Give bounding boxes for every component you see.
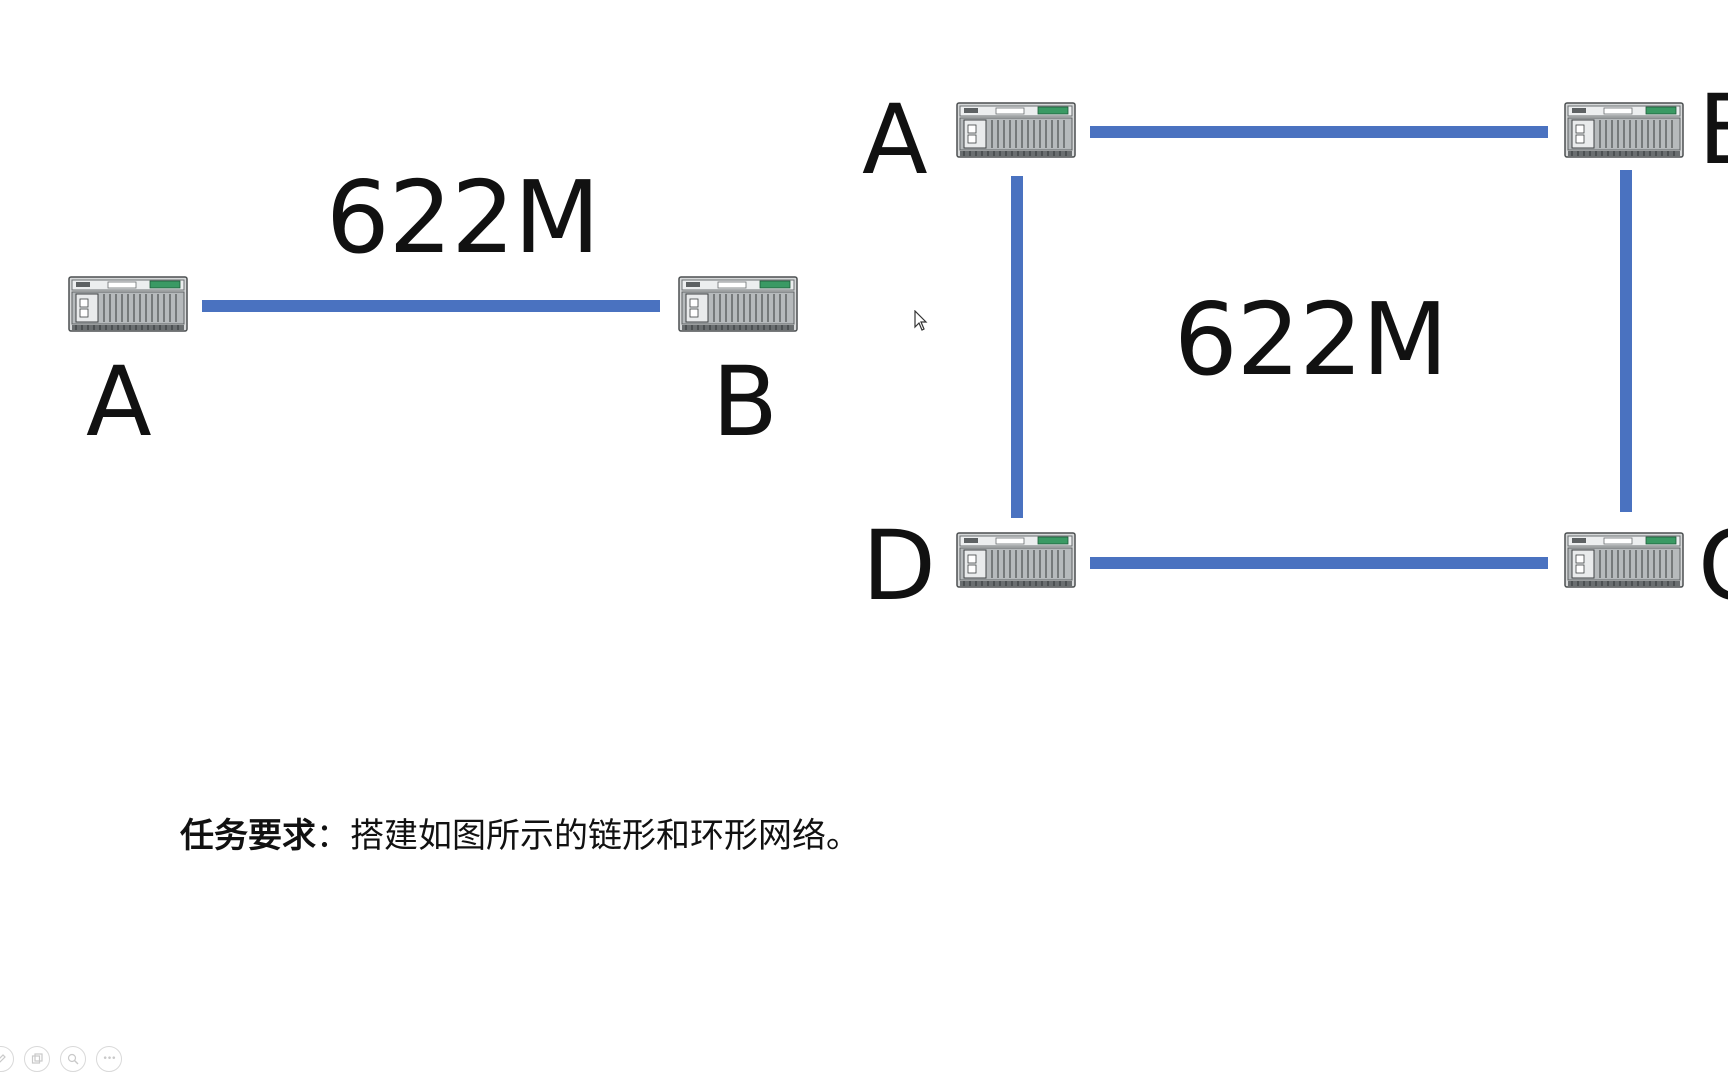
task-separator: ： bbox=[316, 816, 350, 856]
more-icon[interactable]: ••• bbox=[96, 1046, 122, 1072]
ring-rate-label: 622M bbox=[1174, 281, 1448, 398]
mouse-cursor-icon bbox=[914, 309, 928, 332]
chain-link-a-b bbox=[202, 300, 660, 312]
ring-node-d-label: D bbox=[862, 510, 936, 622]
ring-node-c-label: C bbox=[1698, 518, 1728, 614]
ring-link-d-c bbox=[1090, 557, 1548, 569]
ring-device-b bbox=[1564, 100, 1684, 160]
zoom-icon[interactable] bbox=[60, 1046, 86, 1072]
ring-node-b-label: B bbox=[1698, 82, 1728, 178]
ring-link-a-b bbox=[1090, 126, 1548, 138]
chain-node-b-label: B bbox=[712, 346, 778, 458]
chain-device-a bbox=[68, 274, 188, 334]
ring-link-a-d bbox=[1011, 176, 1023, 518]
ring-link-b-c bbox=[1620, 170, 1632, 512]
chain-device-b bbox=[678, 274, 798, 334]
pen-icon[interactable] bbox=[0, 1046, 14, 1072]
chain-node-a-label: A bbox=[86, 346, 152, 458]
ring-device-a bbox=[956, 100, 1076, 160]
task-requirement: 任务要求：搭建如图所示的链形和环形网络。 bbox=[180, 808, 860, 857]
ring-device-c bbox=[1564, 530, 1684, 590]
pages-icon[interactable] bbox=[24, 1046, 50, 1072]
task-lead: 任务要求 bbox=[180, 816, 316, 856]
ring-device-d bbox=[956, 530, 1076, 590]
ring-node-a-label: A bbox=[862, 84, 928, 196]
task-text: 搭建如图所示的链形和环形网络。 bbox=[350, 816, 860, 856]
slideshow-controls: ••• bbox=[0, 1046, 122, 1074]
chain-rate-label: 622M bbox=[326, 159, 600, 276]
